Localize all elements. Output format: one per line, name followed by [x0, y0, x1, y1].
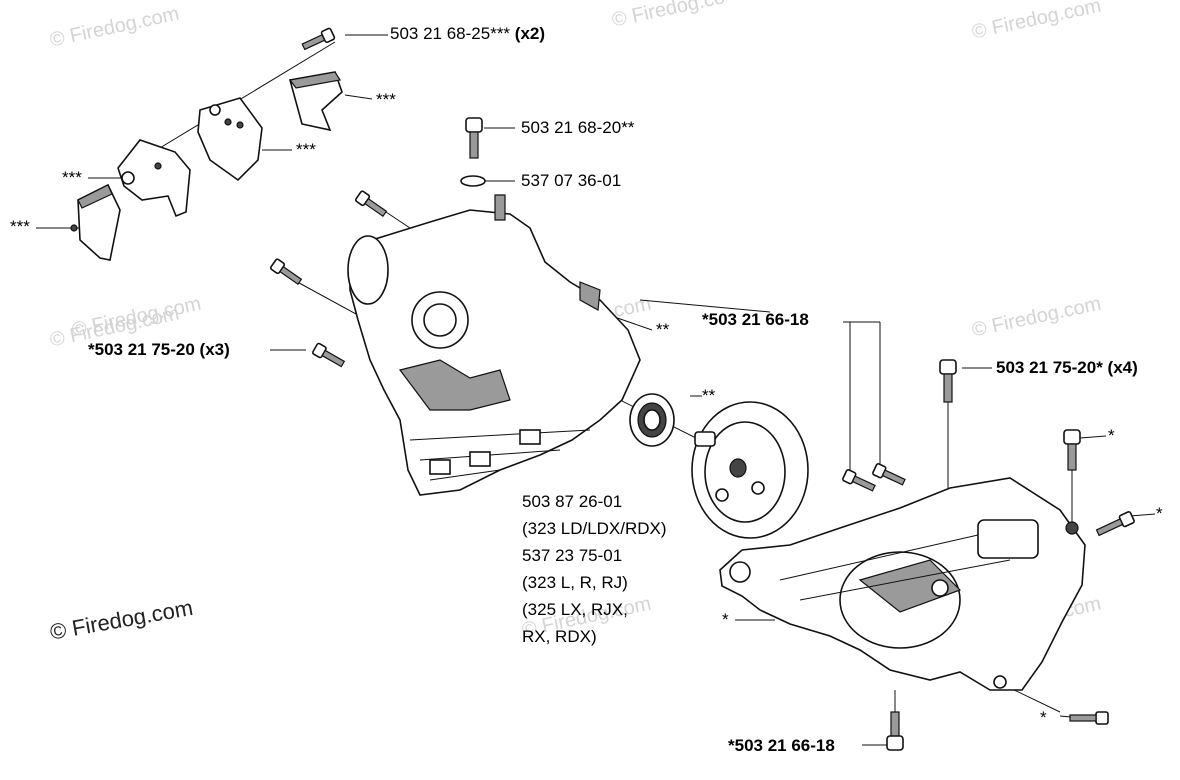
label-screw-right: 503 21 75-20* (x4) [996, 358, 1138, 377]
label-housing-note: ** [656, 320, 670, 339]
clutch-casing [719, 477, 1086, 691]
bolt-bottom-right [1069, 711, 1109, 725]
drum-models-4: RX, RDX) [522, 627, 597, 646]
clutch-drum [691, 401, 809, 539]
clamp-piece-middle [197, 97, 263, 182]
drum-part-2: 537 23 75-01 [522, 546, 623, 565]
screw-top [301, 27, 336, 51]
label-clamp-right: *** [376, 90, 396, 109]
label-screw-center: 503 21 68-20** [521, 118, 635, 137]
part-number: 503 21 68-25*** [390, 24, 511, 43]
drum-models-1: (323 LD/LDX/RDX) [522, 519, 667, 538]
clamp-piece-left-lower [70, 183, 121, 261]
label-casing-note: * [722, 610, 729, 629]
clamp-piece-left-upper [117, 139, 191, 218]
label-clamp-middle: *** [296, 140, 316, 159]
clamp-piece-right [288, 71, 343, 132]
bolt-right-side [1095, 511, 1135, 537]
label-clip-center: 537 07 36-01 [521, 171, 622, 190]
drum-models-2: (323 L, R, RJ) [522, 573, 628, 592]
screw-right-vertical [939, 359, 957, 403]
label-clutch-drum: 503 87 26-01 (323 LD/LDX/RDX) 537 23 75-… [522, 488, 667, 650]
bearing [629, 393, 675, 447]
drum-models-3: (325 LX, RJX, [522, 600, 628, 619]
screw-bottom [886, 711, 904, 751]
screw-left-2 [269, 258, 303, 286]
label-bolt-right-a: * [1108, 426, 1115, 445]
screw-right-a [842, 469, 876, 492]
screw-center [465, 117, 483, 159]
label-bearing-note: ** [702, 386, 716, 405]
drum-part-1: 503 87 26-01 [522, 492, 623, 511]
label-clamp-left-upper: *** [62, 168, 82, 187]
screw-left-1 [354, 190, 388, 218]
quantity: (x2) [514, 24, 546, 43]
screw-left-3 [312, 342, 346, 368]
screw-right-b [872, 463, 906, 486]
label-clamp-left-lower: *** [10, 217, 30, 236]
bolt-right-top [1063, 429, 1081, 471]
label-screw-right-top: *503 21 66-18 [702, 310, 809, 329]
label-screw-bottom: *503 21 66-18 [728, 736, 835, 755]
clip-center [460, 175, 486, 187]
main-housing [347, 194, 641, 496]
label-screw-top: 503 21 68-25*** (x2) [390, 24, 545, 44]
label-bolt-right-b: * [1156, 504, 1163, 523]
label-screw-left: *503 21 75-20 (x3) [88, 340, 230, 359]
label-bolt-bottom-note: * [1040, 708, 1047, 727]
